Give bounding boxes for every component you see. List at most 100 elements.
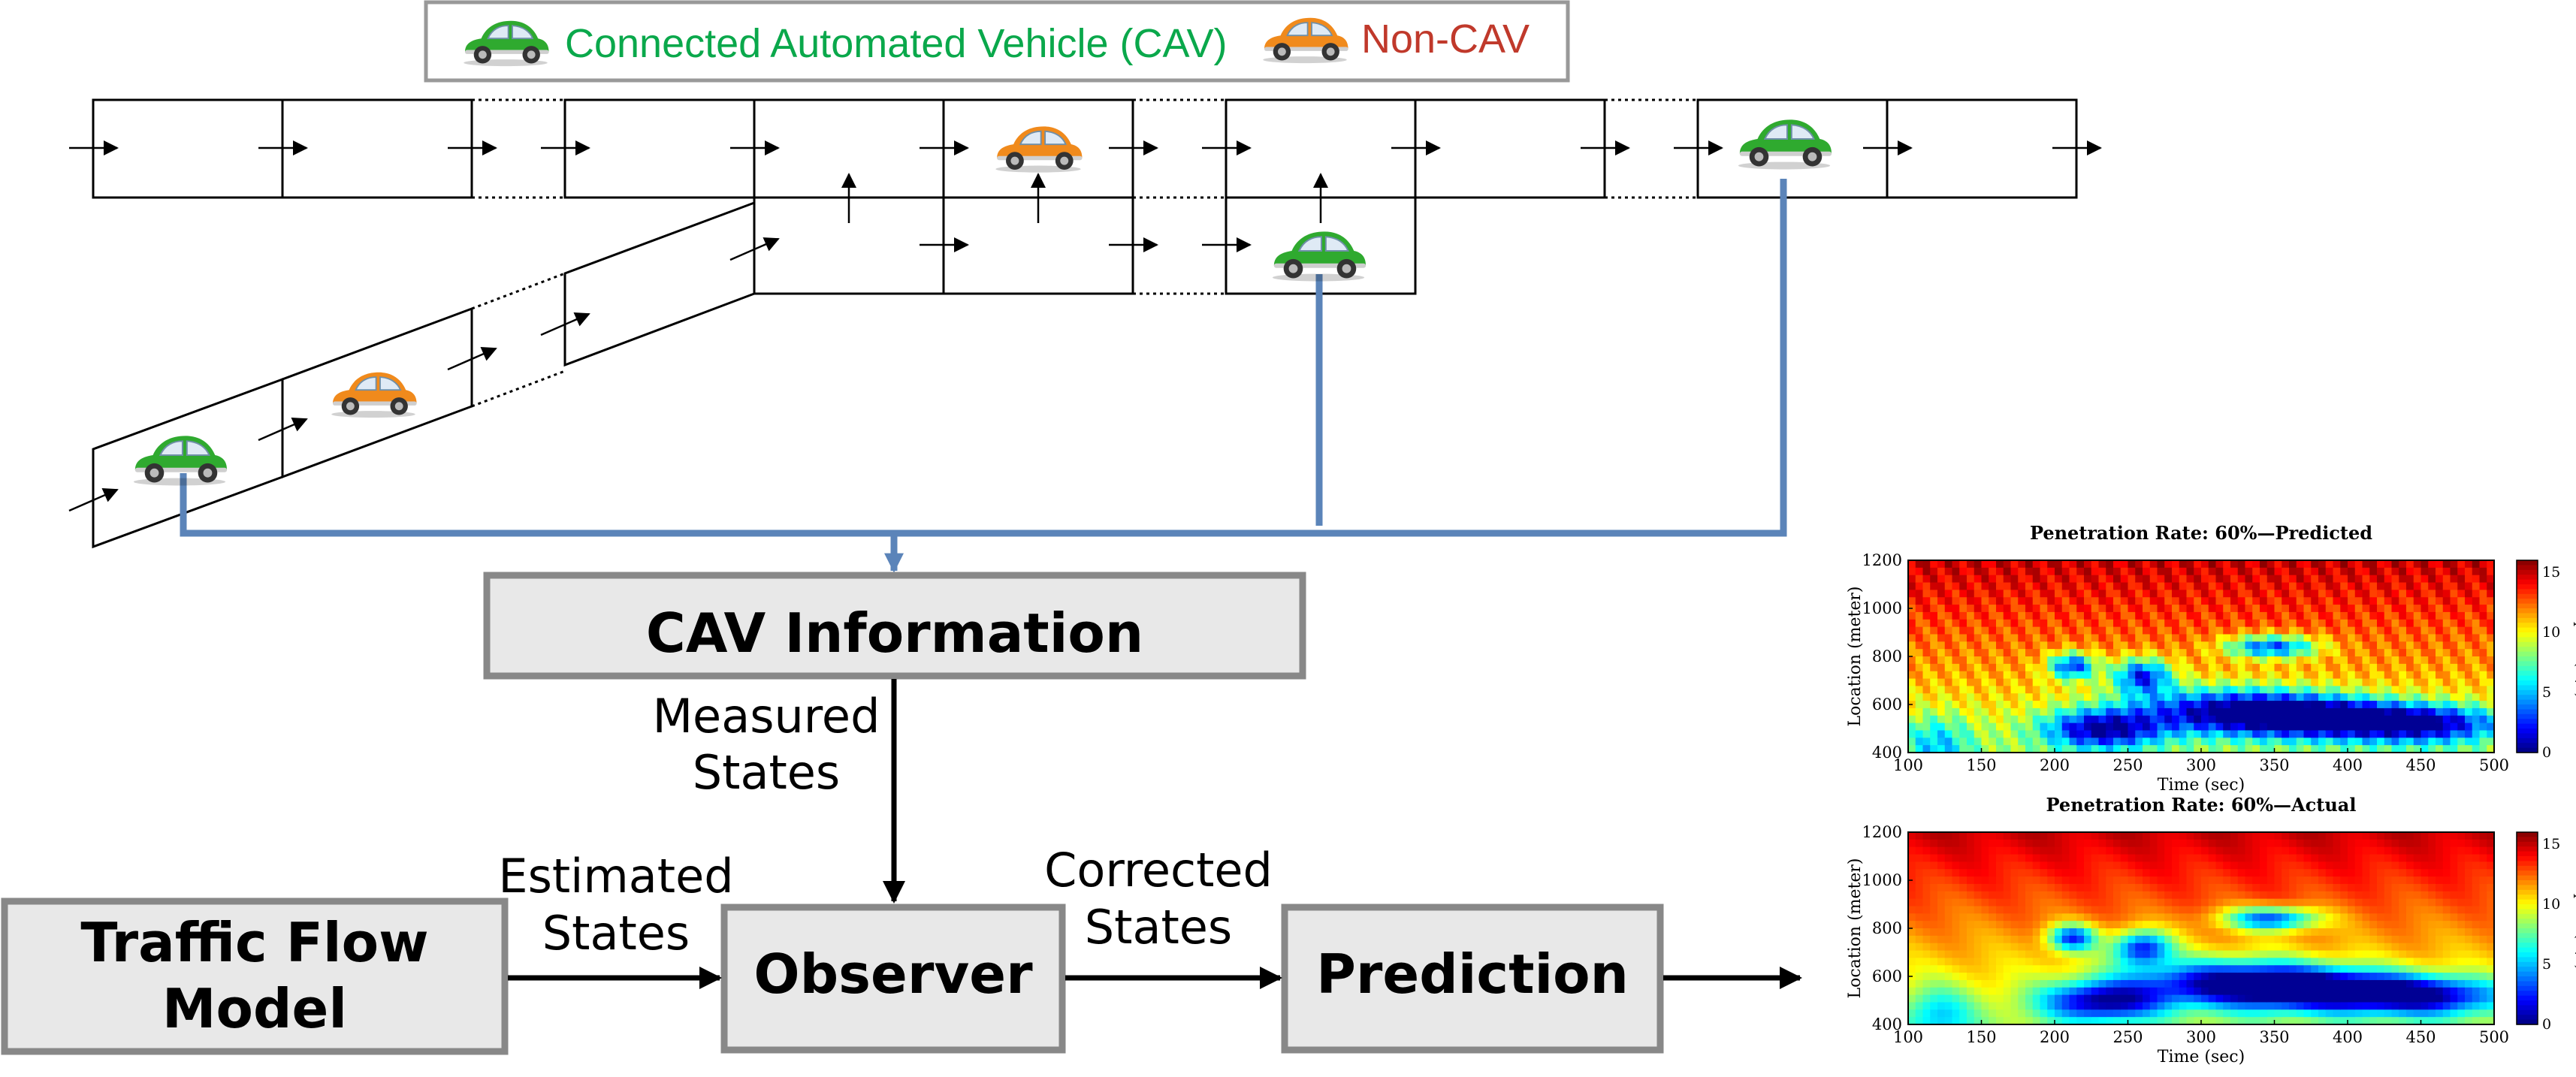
heatmap-cell (2091, 678, 2100, 686)
heatmap-cell (2274, 935, 2282, 944)
heatmap-cell (2106, 958, 2114, 966)
heatmap-cell (2311, 876, 2319, 885)
heatmap-cell (2047, 987, 2055, 996)
heatmap-cell (2076, 832, 2085, 840)
heatmap-cell (2266, 906, 2276, 914)
heatmap-cell (2215, 671, 2224, 680)
heatmap-cell (1944, 1017, 1953, 1025)
heatmap-cell (1981, 979, 1989, 988)
heatmap-cell (2143, 928, 2151, 937)
heatmap-cell (2055, 883, 2063, 892)
heatmap-cell (1952, 730, 1960, 738)
heatmap-cell (2084, 928, 2092, 937)
heatmap-cell (2149, 626, 2158, 635)
heatmap-cell (2266, 745, 2276, 753)
heatmap-cell (2194, 730, 2202, 738)
heatmap-cell (2149, 994, 2158, 1003)
heatmap-cell (2450, 921, 2458, 929)
road-arrows (68, 140, 2102, 512)
heatmap-cell (2201, 1002, 2209, 1010)
heatmap-cell (2377, 730, 2385, 738)
heatmap-cell (2135, 701, 2143, 709)
heatmap-cell (2340, 693, 2348, 701)
heatmap-cell (2399, 605, 2407, 613)
measured-states-label-2: States (693, 745, 840, 800)
heatmap-cell (2487, 854, 2495, 862)
colorbar-segment (2517, 603, 2538, 609)
heatmap-cell (2450, 678, 2458, 686)
colorbar-segment (2517, 909, 2538, 915)
heatmap-cell (2457, 958, 2466, 966)
heatmap-cell (2135, 634, 2143, 642)
heatmap-cell (1981, 730, 1989, 738)
heatmap-cell (2362, 839, 2370, 848)
heatmap-cell (2237, 745, 2246, 753)
heatmap-cell (2282, 626, 2290, 635)
heatmap-cell (2230, 913, 2239, 922)
heatmap-cell (2179, 575, 2188, 584)
heatmap-cell (2208, 656, 2217, 665)
heatmap-cell (2487, 906, 2495, 914)
heatmap-cell (2420, 693, 2429, 701)
heatmap-cell (2223, 958, 2231, 966)
heatmap-cell (1974, 832, 1983, 840)
heatmap-cell (2230, 634, 2239, 642)
heatmap-cell (2260, 701, 2268, 709)
heatmap-cell (2113, 994, 2122, 1003)
heatmap-cell (2230, 701, 2239, 709)
heatmap-cell (2274, 950, 2282, 958)
heatmap-cell (2032, 876, 2041, 885)
heatmap-cell (2223, 582, 2231, 590)
heatmap-cell (1989, 738, 1997, 746)
heatmap-cell (2325, 869, 2334, 877)
heatmap-cell (2252, 634, 2260, 642)
heatmap-cell (2479, 611, 2487, 620)
heatmap-cell (2135, 846, 2143, 855)
heatmap-cell (2040, 869, 2048, 877)
heatmap-cell (2179, 913, 2188, 922)
heatmap-cell (2201, 649, 2209, 657)
heatmap-cell (2076, 854, 2085, 862)
heatmap-cell (2113, 611, 2122, 620)
heatmap-cell (2106, 597, 2114, 605)
heatmap-cell (2428, 973, 2436, 981)
heatmap-cell (2303, 678, 2312, 686)
heatmap-cell (1989, 686, 1997, 694)
heatmap-cell (2340, 883, 2348, 892)
heatmap-cell (2223, 686, 2231, 694)
heatmap-cell (2230, 854, 2239, 862)
heatmap-cell (1974, 861, 1983, 870)
heatmap-cell (2369, 693, 2378, 701)
heatmap-cell (2406, 832, 2414, 840)
heatmap-cell (2479, 649, 2487, 657)
heatmap-cell (2143, 869, 2151, 877)
heatmap-cell (2252, 730, 2260, 738)
heatmap-cell (1996, 943, 2004, 952)
heatmap-cell (2296, 671, 2305, 680)
heatmap-cell (2179, 883, 2188, 892)
heatmap-cell (2420, 590, 2429, 598)
heatmap-cell (2428, 935, 2436, 944)
heatmap-cell (2164, 671, 2173, 680)
heatmap-cell (1922, 649, 1931, 657)
heatmap-cell (2215, 634, 2224, 642)
heatmap-cell (2223, 671, 2231, 680)
heatmap-cell (2420, 839, 2429, 848)
heatmap-cell (2201, 943, 2209, 952)
heatmap-cell (2384, 921, 2393, 929)
heatmap-cell (1959, 928, 1967, 937)
heatmap-cell (1930, 876, 1938, 885)
heatmap-cell (2348, 876, 2356, 885)
heatmap-cell (2369, 582, 2378, 590)
heatmap-cell (2032, 913, 2041, 922)
heatmap-cell (2106, 950, 2114, 958)
heatmap-cell (2135, 883, 2143, 892)
heatmap-cell (2157, 707, 2165, 716)
heatmap-cell (2143, 906, 2151, 914)
heatmap-cell (2084, 906, 2092, 914)
heatmap-cell (2428, 928, 2436, 937)
heatmap-cell (2186, 634, 2194, 642)
heatmap-cell (1989, 906, 1997, 914)
heatmap-cell (2128, 1009, 2136, 1018)
heatmap-cell (1967, 590, 1975, 598)
